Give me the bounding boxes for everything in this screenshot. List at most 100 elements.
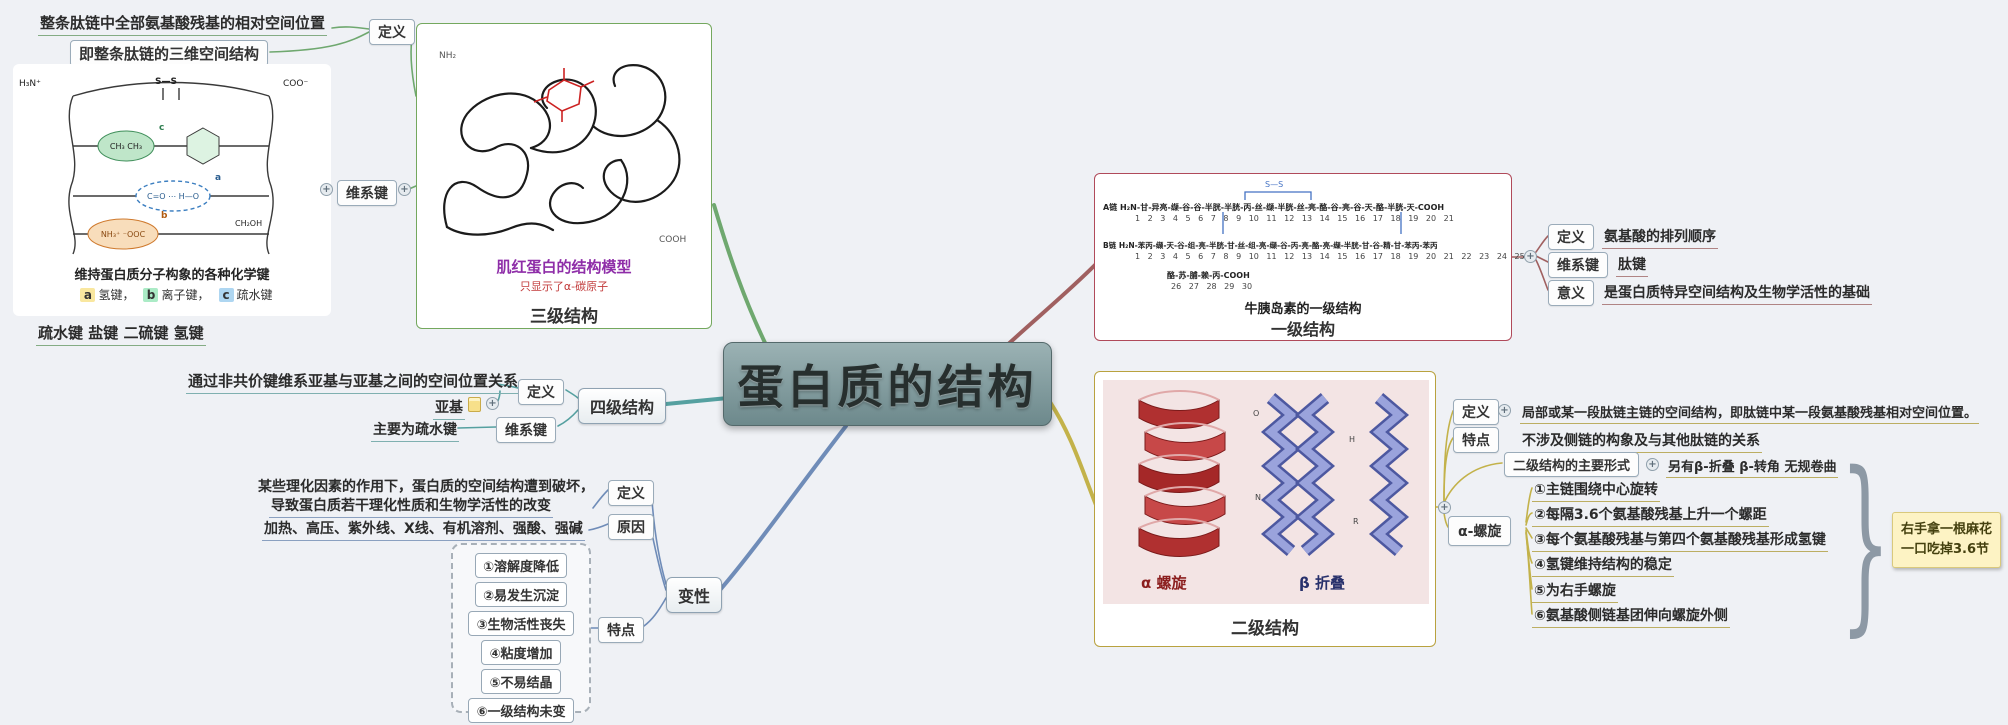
tertiary-bond-label[interactable]: 维系键 [337,180,397,206]
primary-bond-label[interactable]: 维系键 [1548,252,1608,278]
atom-label: O [1253,409,1259,418]
denaturation-feature-4[interactable]: ④粘度增加 [481,640,561,665]
secondary-structure-node[interactable]: O H N R α 螺旋 β 折叠 二级结构 [1094,371,1436,647]
secondary-forms-text[interactable]: 另有β-折叠 β-转角 无规卷曲 [1666,456,1839,478]
chem-label: H₃N⁺ [19,79,41,89]
benzene-ring [186,127,220,165]
denaturation-cause-text[interactable]: 加热、高压、紫外线、X线、有机溶剂、强酸、强碱 [262,518,585,541]
primary-meaning-label[interactable]: 意义 [1548,280,1594,306]
tertiary-structure-title: 三级结构 [530,307,598,327]
legend-text-b: 离子键， [161,288,210,302]
denaturation-def-label[interactable]: 定义 [608,480,654,506]
quaternary-bond-label[interactable]: 维系键 [496,417,556,443]
denaturation-def-line-1[interactable]: 某些理化因素的作用下，蛋白质的空间结构遭到破坏， [258,479,594,495]
tertiary-def-label[interactable]: 定义 [369,19,415,45]
legend-key-a: a [80,288,96,302]
insulin-chain-a: A链 H₂N-甘-异亮-缬-谷-谷-半胱-半胱-丙-丝-缬-半胱-丝-亮-酪-谷… [1103,203,1445,212]
primary-def-text[interactable]: 氨基酸的排列顺序 [1602,226,1718,249]
secondary-structure-image: O H N R α 螺旋 β 折叠 [1103,380,1429,604]
collapse-icon[interactable]: + [1438,501,1451,514]
insulin-disulfide-lines: S—S [1222,180,1402,234]
denaturation-topic[interactable]: 变性 [666,577,723,613]
insulin-chain-a-numbers: 1 2 3 4 5 6 7 8 9 10 11 12 13 14 15 16 1… [1135,214,1454,223]
primary-structure-node[interactable]: S—S A链 H₂N-甘-异亮-缬-谷-谷-半胱-半胱-丙-丝-缬-半胱-丝-亮… [1094,173,1525,341]
terminus-label: COOH [659,235,686,245]
myoglobin-caption: 肌红蛋白的结构模型 [496,258,632,276]
denaturation-feature-5[interactable]: ⑤不易结晶 [481,669,561,694]
disulfide-label: S—S [1265,180,1283,189]
helix-sheet-drawing: O H N R [1138,390,1410,557]
chemical-bonds-figure[interactable]: H₃N⁺ COO⁻ S—S CH₃ CH₃ C=O ⋯ H—O NH₃⁺ ⁻OO… [13,64,331,316]
grouping-brace: } [1840,432,1891,653]
bond-key-a: a [215,173,221,183]
atom-label: R [1353,517,1359,526]
helix-item-5[interactable]: ⑤为右手螺旋 [1532,580,1618,603]
legend-key-c: c [218,288,234,302]
collapse-icon[interactable]: + [320,183,333,196]
helix-item-3[interactable]: ③每个氨基酸残基与第四个氨基酸残基形成氢键 [1532,529,1828,552]
collapse-icon[interactable]: + [1646,458,1659,471]
hydrophobic-bond-ellipse [97,130,155,162]
insulin-caption: 牛胰岛素的一级结构 [1244,302,1362,317]
primary-meaning-text[interactable]: 是蛋白质特异空间结构及生物学活性的基础 [1602,282,1872,305]
myoglobin-subcaption: 只显示了α-碳原子 [519,280,609,293]
insulin-chain-b2-numbers: 26 27 28 29 30 [1171,282,1253,291]
myoglobin-drawing: NH₂ COOH [439,51,686,245]
primary-def-label[interactable]: 定义 [1548,224,1594,250]
note-line-2: 一口吃掉3.6节 [1901,542,1990,558]
chem-label: C=O ⋯ H—O [147,192,199,201]
denaturation-feature-label[interactable]: 特点 [598,617,644,643]
salt-bond-ellipse [87,218,159,250]
helix-item-6[interactable]: ⑥氨基酸侧链基团伸向螺旋外侧 [1532,605,1730,628]
tertiary-def-item-2[interactable]: 即整条肽链的三维空间结构 [70,40,269,67]
primary-bond-text[interactable]: 肽键 [1616,254,1648,277]
heme-group [533,68,595,122]
denaturation-feature-2[interactable]: ②易发生沉淀 [474,582,567,607]
helix-item-1[interactable]: ①主链围绕中心旋转 [1532,479,1660,502]
central-topic[interactable]: 蛋白质的结构 [723,342,1052,426]
denaturation-feature-3[interactable]: ③生物活性丧失 [468,611,574,636]
note-line-1: 右手拿一根麻花 [1901,522,1993,537]
quaternary-subunit[interactable]: 亚基 [433,397,465,420]
chem-label: CH₂OH [235,219,262,228]
alpha-helix-label: α 螺旋 [1141,574,1187,592]
tertiary-structure-node[interactable]: NH₂ COOH 肌红蛋白的结构模型 只显示了α-碳原子 三级结构 [416,23,712,329]
legend-text-c: 疏水键 [236,288,273,302]
helix-item-4[interactable]: ④氢键维持结构的稳定 [1532,554,1674,577]
collapse-icon[interactable]: + [486,397,499,410]
secondary-forms-label[interactable]: 二级结构的主要形式 [1504,452,1640,477]
tertiary-bond-summary[interactable]: 疏水键 盐键 二硫键 氢键 [36,322,206,346]
secondary-def-label[interactable]: 定义 [1453,399,1499,425]
bond-key-c: c [159,123,164,133]
atom-label: H [1349,435,1355,444]
denaturation-cause-label[interactable]: 原因 [608,514,654,540]
mnemonic-note[interactable]: 右手拿一根麻花 一口吃掉3.6节 [1892,512,2002,569]
tertiary-def-item-1[interactable]: 整条肽链中全部氨基酸残基的相对空间位置 [38,12,328,36]
denaturation-def-line-2[interactable]: 导致蛋白质若干理化性质和生物学活性的改变 [269,495,553,518]
note-attachment-icon[interactable] [468,397,481,412]
bond-key-b: b [161,211,168,221]
secondary-def-text[interactable]: 局部或某一段肽链主链的空间结构，即肽链中某一段氨基酸残基相对空间位置。 [1520,402,1980,424]
primary-structure-title: 一级结构 [1270,320,1335,339]
quaternary-bond-text[interactable]: 主要为疏水键 [371,419,459,442]
quaternary-def-text[interactable]: 通过非共价键维系亚基与亚基之间的空间位置关系 [186,370,521,394]
quaternary-structure-topic[interactable]: 四级结构 [578,388,667,424]
collapse-icon[interactable]: + [1498,404,1511,417]
chemical-bonds-drawing: H₃N⁺ COO⁻ S—S CH₃ CH₃ C=O ⋯ H—O NH₃⁺ ⁻OO… [19,77,308,255]
alpha-helix-topic[interactable]: α-螺旋 [1448,516,1512,546]
collapse-icon[interactable]: + [1524,250,1537,263]
legend-text-a: 氢键， [98,288,135,302]
quaternary-def-label[interactable]: 定义 [518,379,564,405]
denaturation-feature-6[interactable]: ⑥一级结构未变 [468,698,574,723]
collapse-icon[interactable]: + [398,183,411,196]
secondary-feature-text[interactable]: 不涉及侧链的构象及与其他肽链的关系 [1520,430,1762,453]
chem-caption: 维持蛋白质分子构象的各种化学键 [74,268,270,283]
secondary-feature-label[interactable]: 特点 [1453,427,1499,453]
terminus-label: NH₂ [439,51,457,61]
helix-item-2[interactable]: ②每隔3.6个氨基酸残基上升一个螺距 [1532,504,1769,527]
denaturation-feature-1[interactable]: ①溶解度降低 [474,553,567,578]
insulin-chain-b2: 酪-苏-脯-赖-丙-COOH [1167,271,1250,280]
